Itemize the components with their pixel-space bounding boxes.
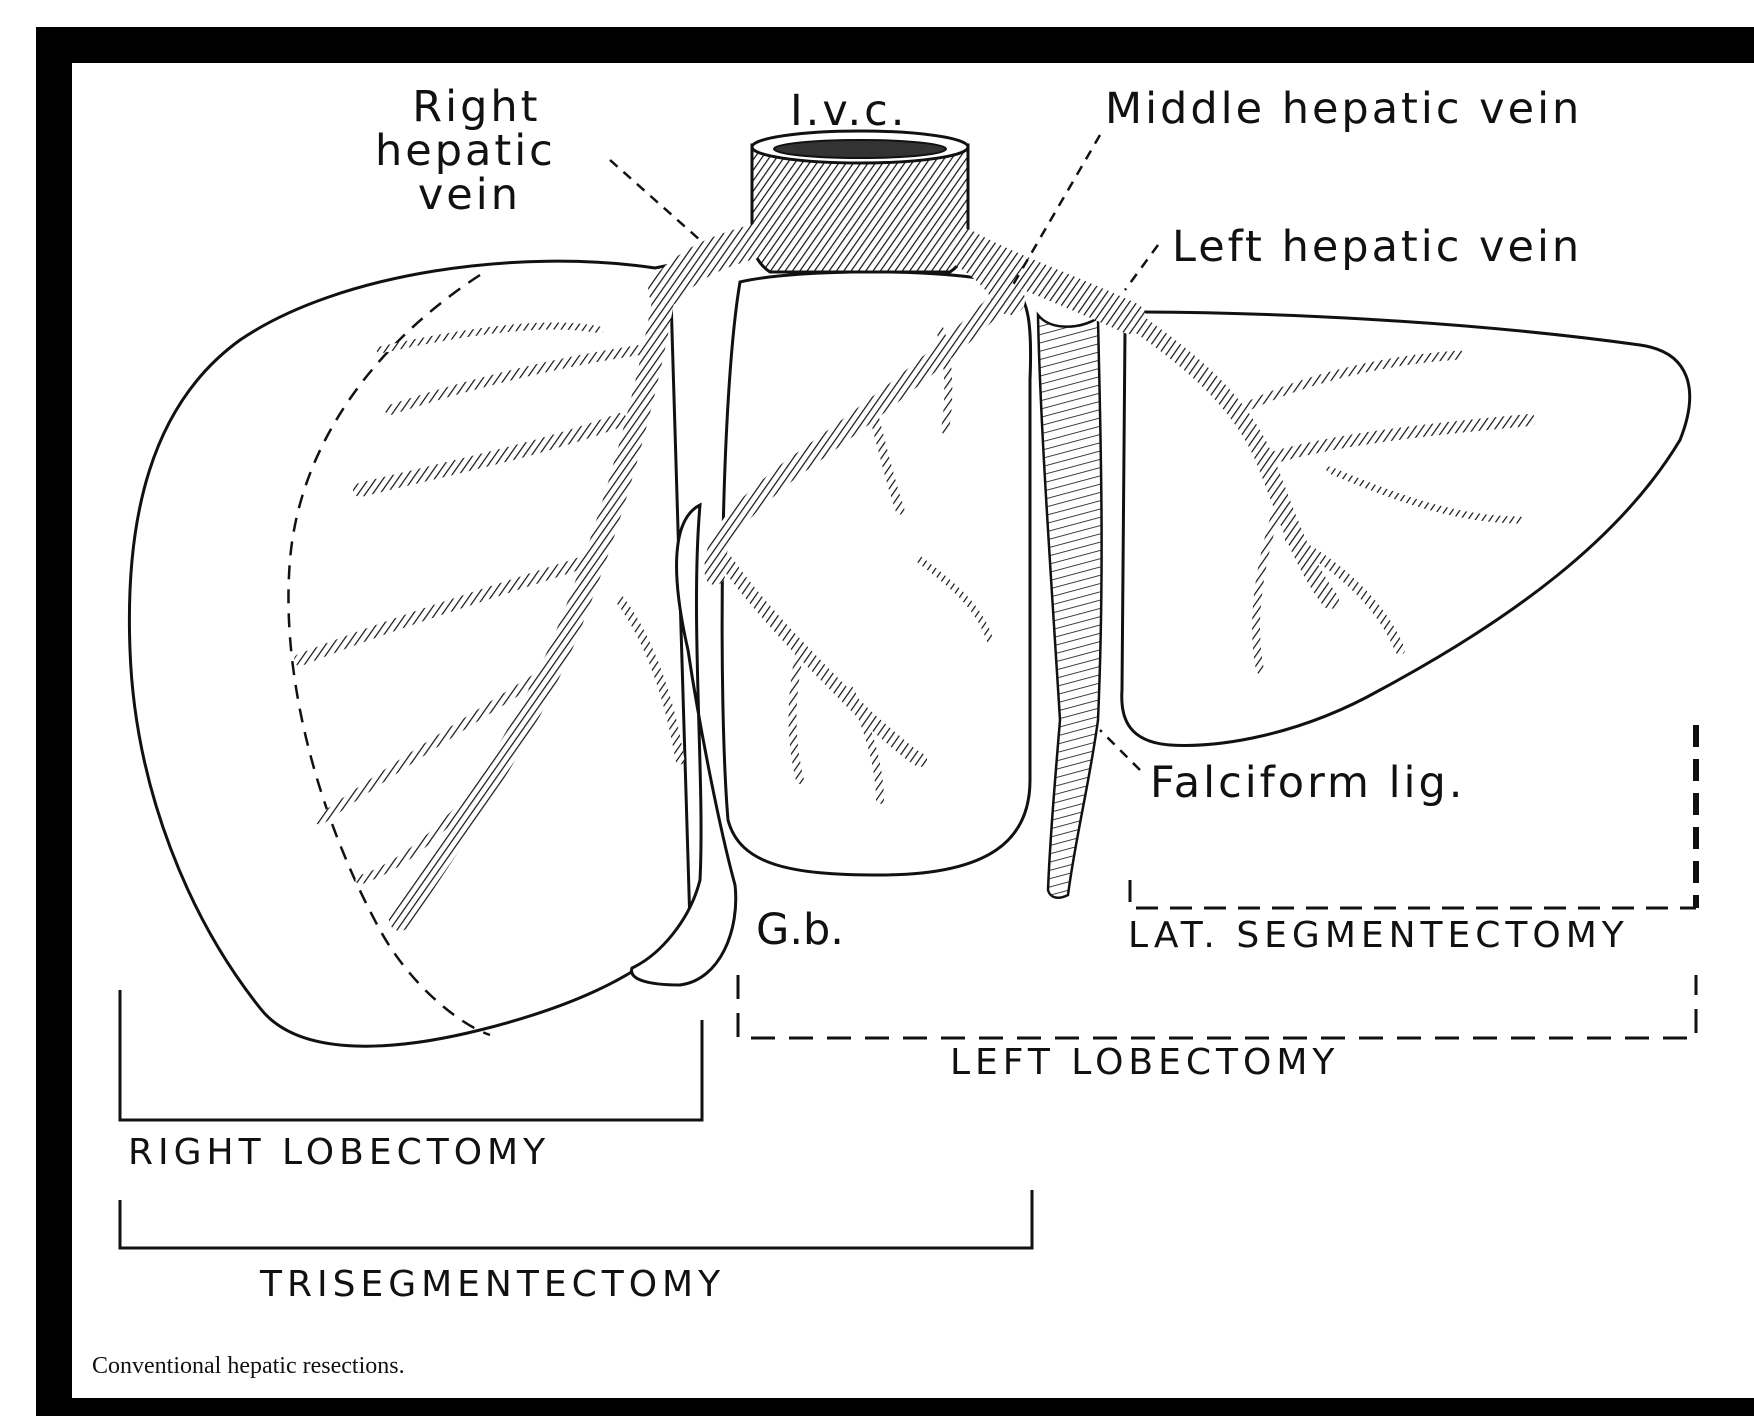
label-right-hepatic-vein-line3: vein	[375, 173, 556, 217]
label-left-hepatic-vein: Left hepatic vein	[1172, 222, 1582, 272]
label-falciform-lig: Falciform lig.	[1150, 758, 1465, 808]
figure-caption: Conventional hepatic resections.	[92, 1353, 405, 1380]
label-right-hepatic-vein-line2: hepatic	[375, 129, 556, 173]
label-right-hepatic-vein: Right hepatic vein	[375, 85, 556, 217]
label-right-hepatic-vein-line1: Right	[375, 85, 556, 129]
label-trisegmentectomy: TRISEGMENTECTOMY	[260, 1264, 725, 1305]
left-lobectomy-bracket	[738, 975, 1696, 1038]
label-right-lobectomy: RIGHT LOBECTOMY	[128, 1132, 550, 1173]
right-lobe	[129, 261, 690, 1046]
label-lat-segmentectomy: LAT. SEGMENTECTOMY	[1128, 915, 1629, 956]
label-ivc: I.v.c.	[790, 86, 907, 136]
label-left-lobectomy: LEFT LOBECTOMY	[950, 1042, 1339, 1083]
label-middle-hepatic-vein: Middle hepatic vein	[1105, 84, 1582, 134]
trisegmentectomy-bracket	[120, 1190, 1032, 1248]
label-gallbladder: G.b.	[756, 905, 844, 955]
falciform-ligament	[1038, 315, 1102, 898]
lat-segmentectomy-bracket	[1130, 725, 1696, 908]
